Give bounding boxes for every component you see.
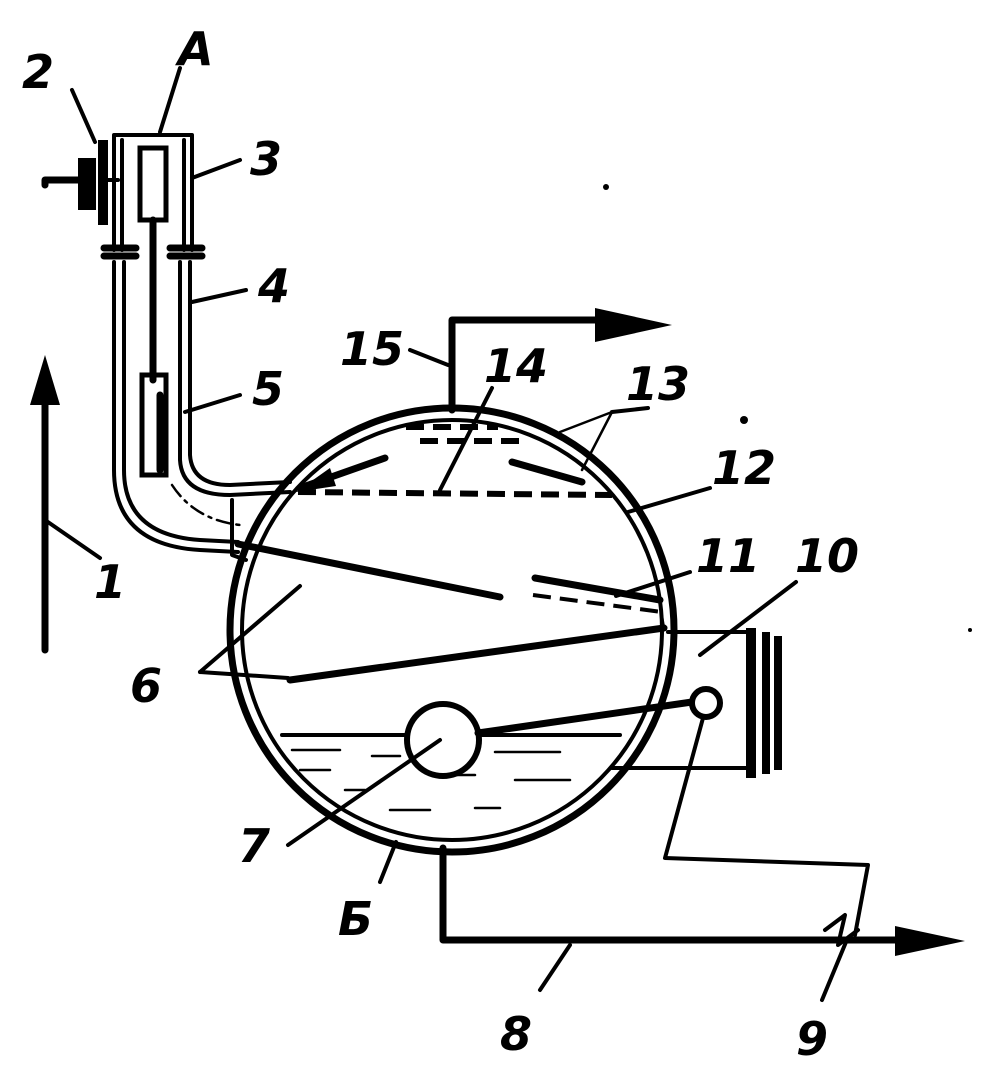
label-3: 3 xyxy=(250,132,282,186)
baffle-plates xyxy=(234,540,668,684)
label-6: 6 xyxy=(130,659,162,713)
liquid-outlet xyxy=(439,844,965,956)
specks xyxy=(603,184,972,632)
inlet-flow-arrow xyxy=(30,176,82,654)
upper-chamber xyxy=(100,133,206,384)
label-1: 1 xyxy=(94,555,126,609)
bent-inlet-pipe xyxy=(112,260,292,562)
label-10: 10 xyxy=(795,529,859,583)
label-11: 11 xyxy=(696,529,760,583)
gas-outlet xyxy=(448,308,672,414)
label-13: 13 xyxy=(626,357,690,411)
label-12: 12 xyxy=(712,441,776,495)
label-5: 5 xyxy=(252,362,284,416)
callout-labels: 2 A 3 4 5 1 15 14 13 12 11 10 6 7 Б 8 9 xyxy=(22,22,859,1066)
vessel-shell xyxy=(226,404,678,856)
float-assembly xyxy=(404,686,723,779)
control-line xyxy=(663,716,870,937)
leader-lines xyxy=(43,66,848,1002)
label-15: 15 xyxy=(340,322,404,376)
label-14: 14 xyxy=(484,339,548,393)
label-9: 9 xyxy=(796,1012,828,1066)
label-B: Б xyxy=(338,892,373,946)
label-2: 2 xyxy=(22,45,54,99)
label-4: 4 xyxy=(257,259,290,313)
label-7: 7 xyxy=(238,819,270,873)
label-8: 8 xyxy=(500,1007,532,1061)
label-A: A xyxy=(175,22,214,76)
mist-extractor xyxy=(296,410,614,498)
